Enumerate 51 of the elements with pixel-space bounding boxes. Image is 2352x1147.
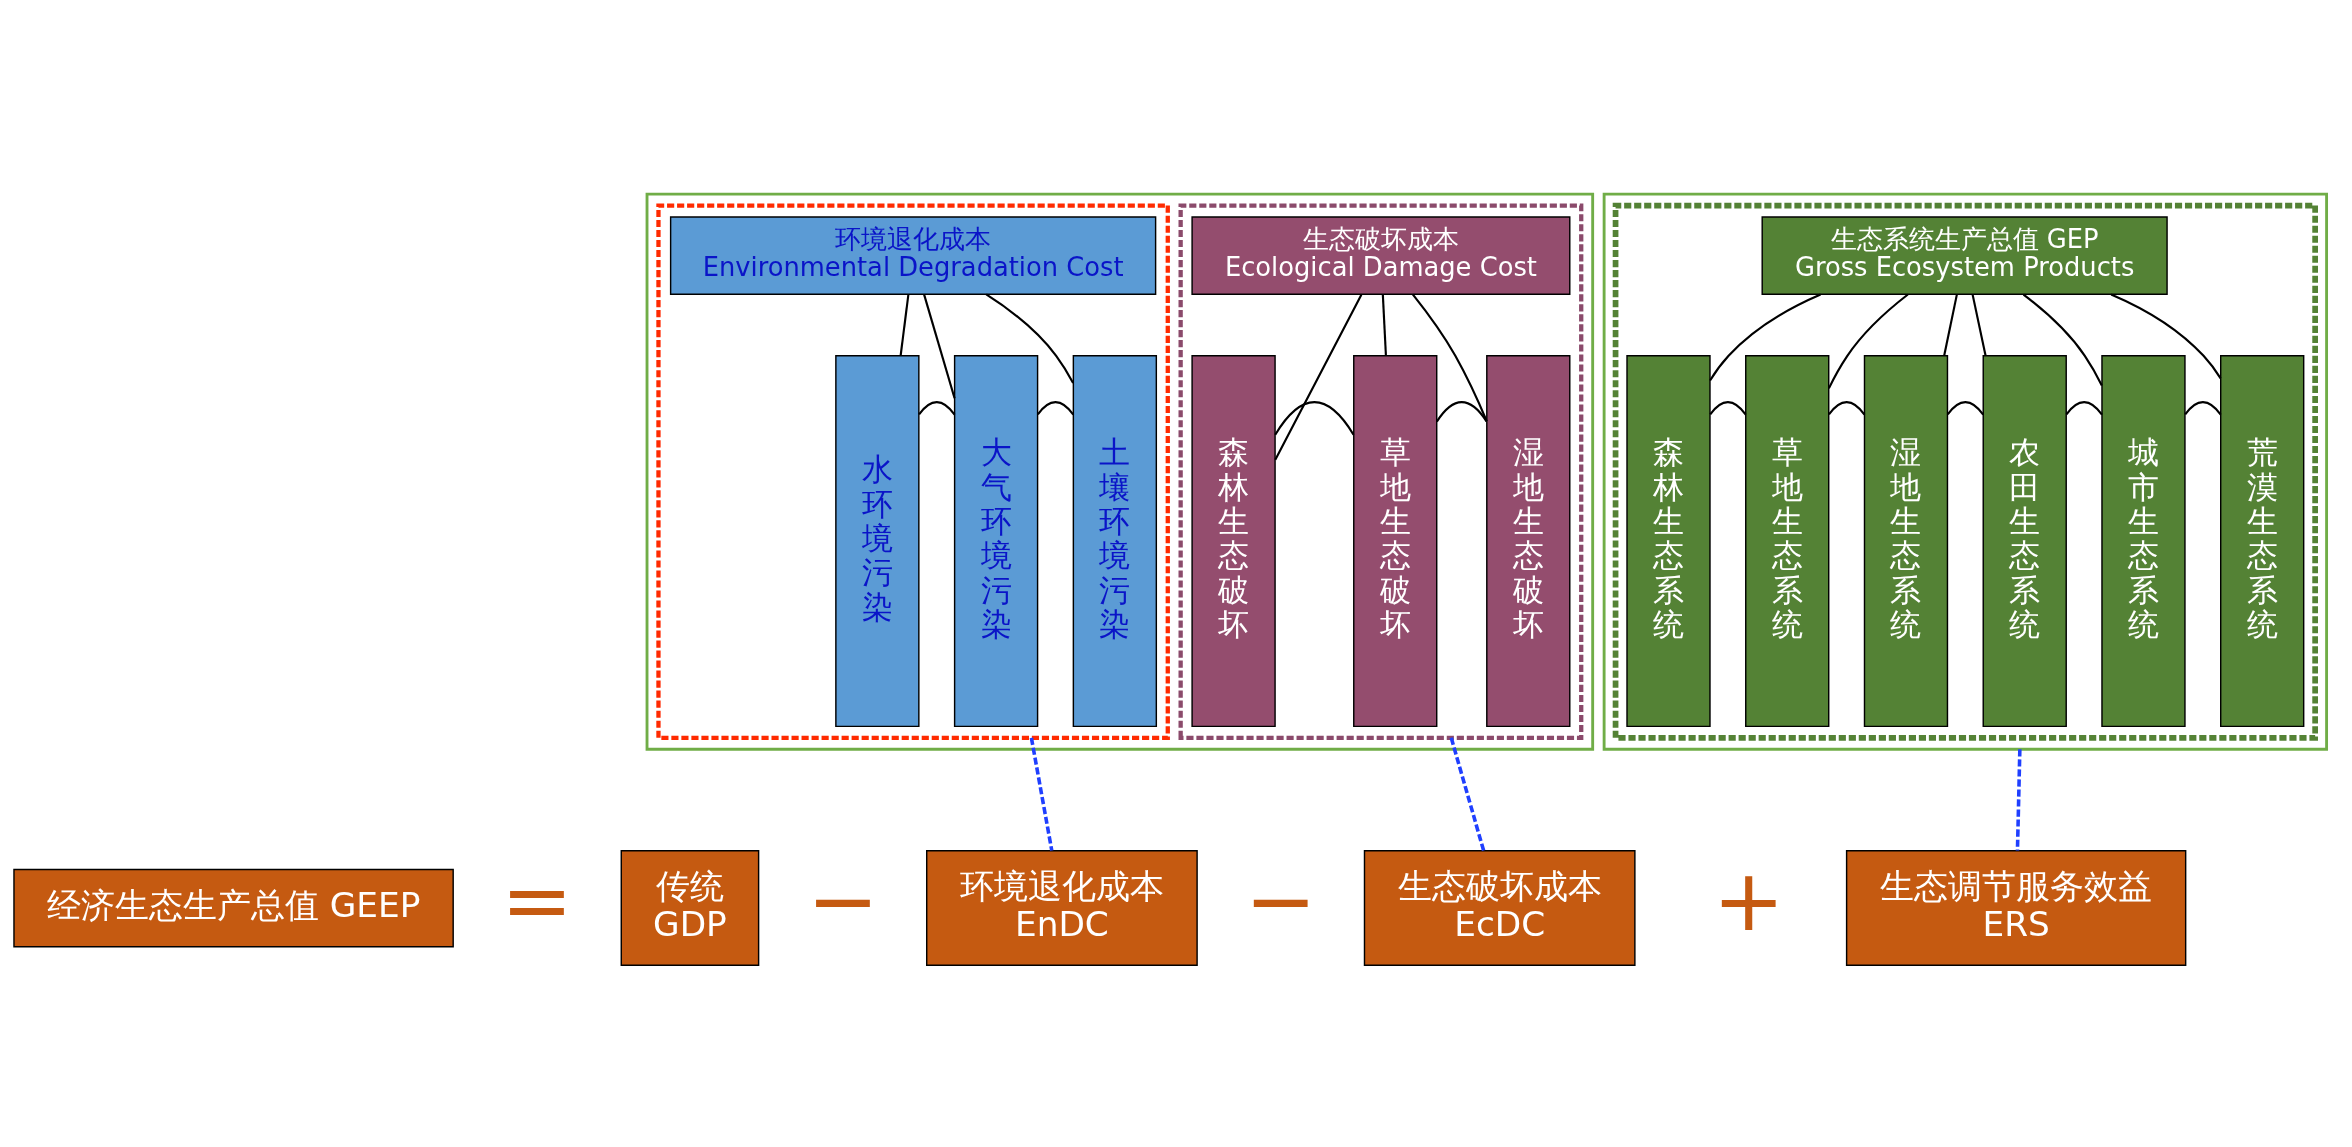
connector (1381, 294, 1387, 356)
connector (1037, 400, 1075, 415)
node-box: 城市生态系统 (2101, 354, 2186, 727)
node-box: 经济生态生产总值 GEEP (13, 868, 454, 947)
connector (1709, 293, 1821, 381)
connector (2184, 400, 2222, 415)
node-box: 生态系统生产总值 GEP Gross Ecosystem Products (1761, 215, 2168, 295)
node-box: 生态破坏成本 Ecological Damage Cost (1191, 215, 1571, 295)
node-box: 生态破坏成本 EcDC (1363, 849, 1636, 966)
node-box: 土壤环境污染 (1072, 354, 1158, 727)
cluster (645, 192, 1595, 751)
connector (899, 294, 910, 356)
node-box: 环境退化成本 EnDC (926, 849, 1198, 966)
connector (1827, 293, 1909, 389)
node-box: 湿地生态系统 (1863, 354, 1949, 727)
node-box: 环境退化成本 Environmental Degradation Cost (669, 215, 1157, 295)
node-box: 水环境污染 (835, 354, 920, 727)
label: + (1712, 849, 1785, 950)
node-box: 荒漠生态系统 (2220, 354, 2305, 727)
node-box: 湿地生态破坏 (1486, 354, 1571, 727)
label: − (807, 849, 879, 950)
label: = (500, 849, 573, 950)
cluster (656, 202, 1170, 740)
connector (2110, 292, 2222, 379)
connector (1709, 400, 1747, 415)
connector (985, 293, 1075, 384)
connector (923, 293, 956, 399)
connector (1943, 293, 1958, 356)
connector (1971, 293, 1987, 356)
node-box: 农田生态系统 (1982, 354, 2067, 727)
connector (1029, 737, 1054, 851)
connector (2022, 293, 2103, 386)
node-box: 草地生态破坏 (1353, 354, 1438, 727)
node-box: 草地生态系统 (1745, 354, 1830, 727)
node-box: 大气环境污染 (953, 354, 1039, 727)
connector (918, 400, 956, 415)
connector (1946, 400, 1985, 415)
connector (2015, 748, 2022, 851)
connector (1274, 293, 1363, 460)
connector (2065, 400, 2103, 415)
connector (1828, 400, 1866, 415)
connector (1274, 400, 1355, 435)
node-box: 生态调节服务效益 ERS (1845, 849, 2187, 966)
cluster (1178, 202, 1584, 740)
connector (1449, 736, 1486, 851)
node-box: 传统 GDP (620, 849, 760, 966)
node-box: 森林生态系统 (1626, 354, 1711, 727)
label: − (1244, 849, 1317, 950)
connector (1435, 400, 1488, 422)
connector (1411, 293, 1488, 422)
node-box: 森林生态破坏 (1191, 354, 1276, 727)
